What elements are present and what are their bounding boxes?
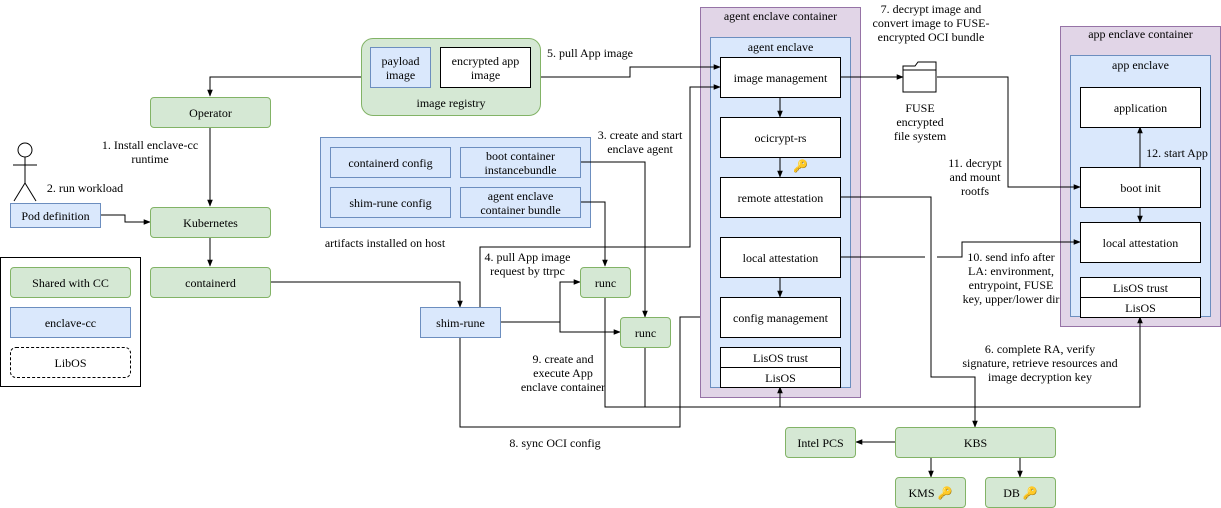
edge-registry-imagemgmt [541, 64, 721, 78]
operator-node: Operator [150, 97, 271, 128]
image-registry-label: image registry [416, 96, 486, 110]
step-6-label: 6. complete RA, verify signature, retrie… [962, 342, 1118, 384]
edge-pod-kubernetes [100, 214, 151, 225]
application-node: application [1080, 87, 1201, 128]
containerd-node: containerd [150, 267, 271, 298]
app-enclave-title: app enclave [1112, 58, 1169, 72]
shim-rune-node: shim-rune [420, 307, 501, 338]
boot-init-node: boot init [1080, 167, 1201, 208]
ocicrypt-rs-node: ocicrypt-rs [720, 117, 841, 158]
step-3-label: 3. create and start enclave agent [597, 128, 683, 156]
artifacts-installed-label: artifacts installed on host [324, 236, 446, 250]
edge-bootbundle-runc2 [580, 161, 648, 318]
lisos-agent-node: LisOS [720, 367, 841, 388]
boot-container-bundle-node: boot container instancebundle [460, 147, 581, 178]
agent-enclave-title: agent enclave [747, 40, 814, 54]
stick-figure-icon [13, 142, 37, 202]
edge-registry-operator [207, 76, 361, 97]
legend-libos: LibOS [10, 347, 131, 378]
edge-runc2-agentlisos [644, 347, 783, 408]
legend-shared: Shared with CC [10, 267, 131, 298]
lisos-app-node: LisOS [1080, 297, 1201, 318]
edge-shim-runc1 [500, 279, 581, 323]
step-12-label: 12. start App [1146, 146, 1208, 160]
pod-definition-node: Pod definition [10, 203, 101, 228]
step-1-label: 1. Install enclave-cc runtime [101, 138, 199, 166]
edge-agentbundle-runc1 [580, 201, 608, 267]
image-management-node: image management [720, 57, 841, 98]
folder-icon [902, 61, 937, 93]
step-7-label: 7. decrypt image and convert image to FU… [872, 2, 990, 44]
local-attestation-agent-node: local attestation [720, 237, 841, 278]
step-5-label: 5. pull App image [547, 46, 633, 60]
step-11-label: 11. decrypt and mount rootfs [948, 156, 1002, 198]
runc-node-1: runc [580, 267, 631, 298]
kms-node: KMS 🔑 [895, 477, 966, 508]
kbs-node: KBS [895, 427, 1056, 458]
legend-enclave-cc: enclave-cc [10, 307, 131, 338]
edge-shim-config [459, 316, 700, 428]
containerd-config-node: containerd config [330, 147, 451, 178]
kubernetes-node: Kubernetes [150, 207, 271, 238]
step-10-label: 10. send info after LA: environment, ent… [962, 250, 1060, 306]
agent-enclave-bundle-node: agent enclave container bundle [460, 187, 581, 218]
shim-rune-config-node: shim-rune config [330, 187, 451, 218]
edge-shim-runc2 [500, 321, 621, 335]
local-attestation-app-node: local attestation [1080, 222, 1201, 263]
edge-shim-imagemgmt [479, 84, 721, 307]
fuse-fs-label: FUSE encrypted file system [893, 101, 947, 143]
edge-containerd-shim [270, 281, 463, 308]
lisos-trust-app-node: LisOS trust [1080, 277, 1201, 298]
edge-fuse-bootinit [937, 76, 1081, 190]
runc-node-2: runc [620, 317, 671, 348]
edge-ra-kbs [840, 196, 978, 428]
key-icon: 🔑 [1022, 485, 1038, 500]
remote-attestation-node: remote attestation [720, 177, 841, 218]
edge-la-la [840, 242, 1080, 258]
app-enclave-container-title: app enclave container [1088, 27, 1193, 41]
lisos-trust-agent-node: LisOS trust [720, 347, 841, 368]
step-2-label: 2. run workload [46, 181, 124, 195]
db-label: DB [1003, 485, 1020, 500]
intel-pcs-node: Intel PCS [785, 427, 856, 458]
step-4-label: 4. pull App image request by ttrpc [484, 250, 571, 278]
key-icon: 🔑 [937, 485, 953, 500]
edge-runc-lisos [604, 297, 1143, 408]
config-management-node: config management [720, 297, 841, 338]
kms-label: KMS [908, 485, 935, 500]
encrypted-app-image-node: encrypted app image [440, 47, 531, 88]
step-9-label: 9. create and execute App enclave contai… [520, 352, 606, 394]
agent-enclave-container-title: agent enclave container [723, 9, 838, 23]
payload-image-node: payload image [370, 47, 431, 88]
step-8-label: 8. sync OCI config [509, 436, 601, 450]
key-icon: 🔑 [793, 159, 808, 173]
db-node: DB 🔑 [985, 477, 1056, 508]
